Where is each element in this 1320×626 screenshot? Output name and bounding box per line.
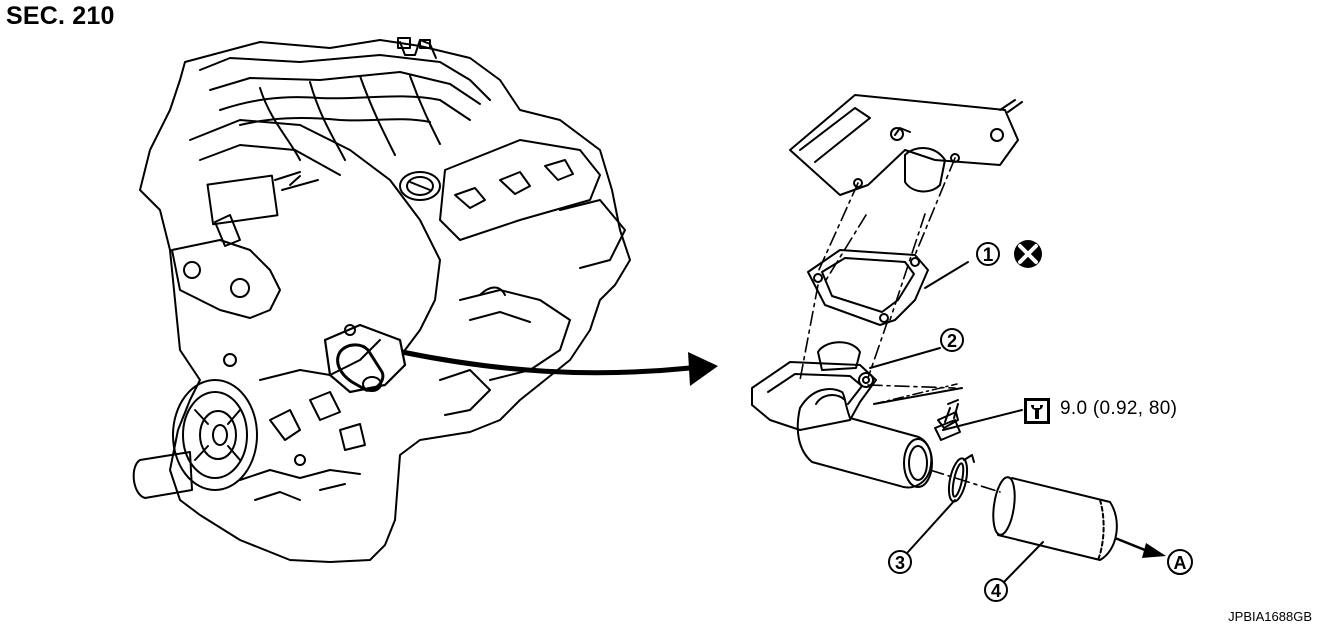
callout-2: 2 [940,328,964,352]
detail-arrow [401,349,718,386]
callout-1-number: 1 [983,245,994,266]
callout-2-number: 2 [947,331,957,351]
callout-1: 1 [976,242,1000,266]
callout-3: 3 [888,550,912,574]
flow-arrow [1114,536,1166,558]
callout-4-number: 4 [991,581,1001,601]
direction-marker-a: A [1167,549,1193,575]
reference-code: JPBIA1688GB [1228,609,1312,624]
do-not-reuse-icon [1014,240,1042,268]
callout-4: 4 [984,578,1008,602]
callout-3-number: 3 [895,553,905,573]
exploded-view [751,94,1118,583]
torque-spec: 9.0 (0.92, 80) [1060,398,1178,419]
torque-wrench-icon [1024,398,1050,424]
direction-marker-label: A [1174,553,1187,573]
section-title: SEC. 210 [6,2,115,30]
engine-illustration [132,37,631,563]
